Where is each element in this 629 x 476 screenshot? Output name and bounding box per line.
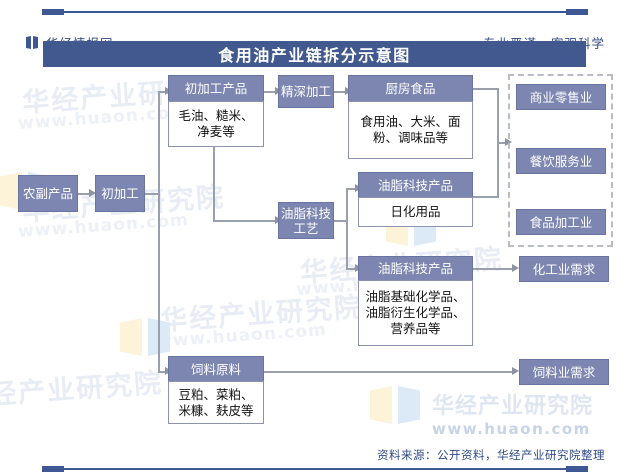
watermark-logo-icon: [370, 386, 422, 424]
node-oil-tech-process[interactable]: 油脂科技工艺: [278, 202, 334, 239]
watermark-brand: 华经产业研究院 www.huaon.com: [432, 388, 593, 438]
connector-line: [213, 220, 278, 222]
top-rule-cap-right: [566, 9, 588, 15]
node-feed-material[interactable]: 饲料原料 豆粕、菜粕、米糠、麸皮等: [168, 356, 264, 424]
arrow-head-icon: [512, 264, 519, 272]
connector-line: [213, 147, 215, 221]
top-rule: [42, 11, 588, 13]
bottom-rule-cap-left: [42, 466, 64, 472]
node-primary-processing[interactable]: 初加工: [95, 175, 145, 212]
node-oil-tech-product-chem-detail: 油脂基础化学品、油脂衍生化学品、营养品等: [358, 280, 473, 346]
connector-line: [473, 196, 499, 198]
node-chemical-demand[interactable]: 化工业需求: [519, 256, 609, 282]
connector-line: [264, 371, 515, 373]
connector-line: [346, 268, 358, 270]
connector-line: [473, 88, 499, 90]
node-oil-tech-product-daily-title: 油脂科技产品: [358, 172, 473, 197]
node-feed-material-detail: 豆粕、菜粕、米糠、麸皮等: [168, 381, 264, 424]
top-rule-cap-left: [42, 9, 64, 15]
diagram-canvas: 华经产业研究院 www.huaon.com 华经产业研究院 www.huaon.…: [0, 68, 629, 440]
connector-line: [497, 142, 509, 144]
watermark-logo-icon: [120, 318, 172, 356]
node-kitchen-food-detail: 食用油、大米、面粉、调味品等: [348, 101, 473, 159]
connector-line: [334, 91, 348, 93]
node-primary-products[interactable]: 初加工产品 毛油、糙米、净麦等: [168, 75, 264, 147]
node-oil-tech-product-chem-title: 油脂科技产品: [358, 256, 473, 280]
connector-line: [346, 188, 358, 190]
downstream-demand-group: [508, 74, 613, 247]
connector-line: [158, 371, 168, 373]
bottom-rule-cap-right: [566, 466, 588, 472]
node-primary-products-title: 初加工产品: [168, 75, 264, 101]
connector-line: [473, 268, 515, 270]
node-feed-demand[interactable]: 饲料业需求: [519, 359, 609, 385]
watermark-brand-line1: 华经产业研究院: [432, 394, 594, 419]
page-title: 食用油产业链拆分示意图: [218, 46, 411, 65]
node-farm-products[interactable]: 农副产品: [18, 175, 78, 212]
connector-line: [346, 188, 348, 269]
arrow-head-icon: [89, 189, 96, 197]
node-retail-industry[interactable]: 商业零售业: [516, 84, 606, 110]
arrow-head-icon: [512, 367, 519, 375]
node-kitchen-food[interactable]: 厨房食品 食用油、大米、面粉、调味品等: [348, 75, 473, 159]
connector-line: [78, 193, 91, 195]
node-oil-tech-product-daily[interactable]: 油脂科技产品 日化用品: [358, 172, 473, 227]
node-food-processing-industry[interactable]: 食品加工业: [516, 209, 606, 235]
page-title-band: 食用油产业链拆分示意图: [43, 41, 586, 67]
watermark-brand-line2: www.huaon.com: [432, 420, 591, 438]
connector-line: [158, 91, 168, 93]
bottom-rule: [42, 468, 588, 470]
node-oil-tech-product-chem[interactable]: 油脂科技产品 油脂基础化学品、油脂衍生化学品、营养品等: [358, 256, 473, 346]
connector-line: [145, 193, 160, 195]
watermark-text: 华经产业研究院: [0, 367, 165, 414]
node-oil-tech-product-daily-detail: 日化用品: [358, 197, 473, 227]
connector-line: [334, 220, 348, 222]
node-primary-products-detail: 毛油、糙米、净麦等: [168, 101, 264, 147]
header-bar: 华经情报网 专业严谨客观科学: [0, 16, 629, 51]
node-feed-material-title: 饲料原料: [168, 356, 264, 381]
node-catering-industry[interactable]: 餐饮服务业: [516, 148, 606, 174]
node-deep-processing[interactable]: 精深加工: [278, 75, 334, 108]
book-logo-icon: [26, 36, 39, 49]
node-kitchen-food-title: 厨房食品: [348, 75, 473, 101]
source-note: 资料来源：公开资料，华经产业研究院整理: [377, 448, 605, 462]
connector-line: [158, 193, 160, 371]
connector-line: [158, 91, 160, 193]
connector-line: [264, 91, 278, 93]
